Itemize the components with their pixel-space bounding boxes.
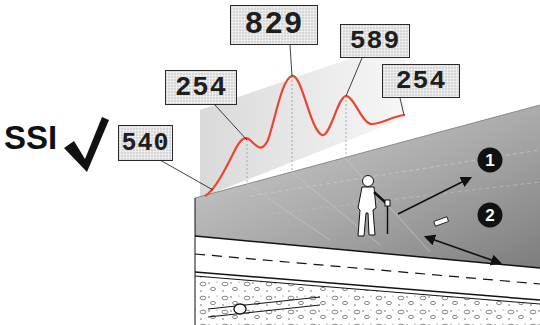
lcd-readout: 254 xyxy=(165,70,237,105)
callout-number: 2 xyxy=(477,202,503,228)
drop-line xyxy=(292,76,293,172)
leader-line xyxy=(290,45,292,76)
leader-line xyxy=(346,58,362,96)
soil-stones xyxy=(195,276,540,325)
pipe-end xyxy=(234,304,246,314)
lcd-readout: 589 xyxy=(340,24,410,58)
operator-arm xyxy=(374,192,386,203)
readout-value: 254 xyxy=(396,68,447,95)
operator-head xyxy=(363,176,374,187)
leader-line xyxy=(215,105,247,140)
field-guide-line xyxy=(247,184,330,240)
callout-text: 2 xyxy=(485,207,494,224)
drop-line xyxy=(247,140,248,184)
soil-edge xyxy=(195,276,540,304)
callout-circle-shape xyxy=(478,203,503,228)
readout-value: 540 xyxy=(121,131,169,156)
lcd-readout: 540 xyxy=(118,125,173,161)
leader-line xyxy=(400,98,404,115)
road-edge xyxy=(195,236,540,268)
section-edge xyxy=(195,198,196,325)
readout-value: 254 xyxy=(175,74,227,101)
callout-number: 1 xyxy=(477,147,503,173)
field-guide-line xyxy=(292,172,380,245)
check-mark xyxy=(64,117,109,172)
soil-section xyxy=(195,276,540,325)
operator-body xyxy=(358,187,376,236)
drop-line xyxy=(346,96,347,158)
operator-figure xyxy=(358,176,390,237)
lcd-readout: 254 xyxy=(382,64,460,98)
locator-staff xyxy=(387,206,389,234)
leader-line xyxy=(160,160,213,190)
locator-head xyxy=(385,200,390,206)
signal-label: SSI xyxy=(4,121,57,154)
pipe-line xyxy=(208,305,320,317)
lcd-readout: 829 xyxy=(230,5,318,45)
callout-circle-shape xyxy=(478,148,503,173)
readout-value: 589 xyxy=(350,28,401,55)
transmitter xyxy=(434,217,449,226)
readout-value: 829 xyxy=(244,9,303,40)
sweep-arrow xyxy=(426,237,500,263)
callout-text: 1 xyxy=(485,152,494,169)
direction-arrow xyxy=(398,178,470,214)
field-edge xyxy=(195,105,540,198)
